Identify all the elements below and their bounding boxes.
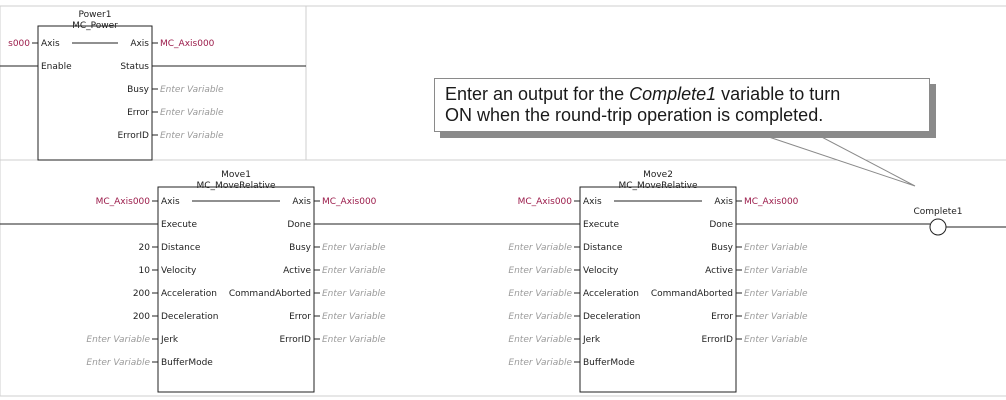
coil-complete1[interactable] [929,218,947,236]
fb-type-name: MC_MoveRelative [197,181,276,191]
input-pin-buffer-mode: BufferMode [161,358,213,368]
output-pin-error-id: ErrorID [701,335,733,345]
callout-text-pre: Enter an output for the [445,84,630,104]
output-value-busy[interactable]: Enter Variable [322,243,386,253]
output-value-axis[interactable]: MC_Axis000 [322,197,377,207]
input-value-jerk[interactable]: Enter Variable [508,335,572,345]
fb-box-move2[interactable] [579,186,737,393]
output-pin-done: Done [709,220,733,230]
output-pin-active: Active [283,266,311,276]
input-pin-jerk: Jerk [582,335,601,345]
output-value-error-id[interactable]: Enter Variable [322,335,386,345]
output-value-command-aborted[interactable]: Enter Variable [322,289,386,299]
input-value-velocity[interactable]: Enter Variable [508,266,572,276]
output-pin-error: Error [289,312,311,322]
input-pin-axis: Axis [583,197,602,207]
input-value-deceleration[interactable]: 200 [133,312,150,322]
fb-type-name: MC_Power [72,21,118,31]
input-value-axis[interactable]: MC_Axis000 [96,197,151,207]
output-pin-error: Error [127,108,149,118]
input-pin-velocity: Velocity [583,266,619,276]
coil-label[interactable]: Complete1 [913,207,962,217]
input-pin-velocity: Velocity [161,266,197,276]
input-pin-deceleration: Deceleration [161,312,218,322]
output-value-error-id[interactable]: Enter Variable [160,131,224,141]
output-pin-axis: Axis [714,197,733,207]
input-value-buffer-mode[interactable]: Enter Variable [508,358,572,368]
input-value-distance[interactable]: 20 [139,243,151,253]
output-pin-error-id: ErrorID [279,335,311,345]
callout-variable-name: Complete1 [629,84,717,104]
input-value-acceleration[interactable]: Enter Variable [508,289,572,299]
input-value-axis[interactable]: MC_Axis000 [518,197,573,207]
input-pin-deceleration: Deceleration [583,312,640,322]
input-value-acceleration[interactable]: 200 [133,289,150,299]
output-value-axis[interactable]: MC_Axis000 [160,39,215,49]
input-value-buffer-mode[interactable]: Enter Variable [86,358,150,368]
output-pin-status: Status [120,62,149,72]
output-value-error[interactable]: Enter Variable [322,312,386,322]
output-pin-busy: Busy [289,243,312,253]
input-value-velocity[interactable]: 10 [139,266,151,276]
output-value-busy[interactable]: Enter Variable [160,85,224,95]
input-pin-execute: Execute [161,220,197,230]
callout-pointer [759,133,916,187]
input-pin-distance: Distance [583,243,623,253]
callout-line-1: Enter an output for the Complete1 variab… [445,84,919,105]
input-value-deceleration[interactable]: Enter Variable [508,312,572,322]
input-value-axis[interactable]: s000 [8,39,30,49]
input-pin-acceleration: Acceleration [583,289,639,299]
input-pin-enable: Enable [41,62,72,72]
output-pin-busy: Busy [127,85,150,95]
output-value-busy[interactable]: Enter Variable [744,243,808,253]
output-value-axis[interactable]: MC_Axis000 [744,197,799,207]
input-pin-jerk: Jerk [160,335,179,345]
callout-annotation: Enter an output for the Complete1 variab… [434,78,930,132]
fb-box-move1[interactable] [157,186,315,393]
output-pin-active: Active [705,266,733,276]
fb-instance-name: Power1 [79,10,112,20]
output-pin-command-aborted: CommandAborted [651,289,733,299]
callout-text-post: variable to turn [716,84,841,104]
output-pin-command-aborted: CommandAborted [229,289,311,299]
output-pin-busy: Busy [711,243,734,253]
output-value-active[interactable]: Enter Variable [744,266,808,276]
input-pin-execute: Execute [583,220,619,230]
fb-type-name: MC_MoveRelative [619,181,698,191]
input-pin-axis: Axis [41,39,60,49]
input-pin-acceleration: Acceleration [161,289,217,299]
input-pin-buffer-mode: BufferMode [583,358,635,368]
output-value-error[interactable]: Enter Variable [744,312,808,322]
output-pin-done: Done [287,220,311,230]
input-value-jerk[interactable]: Enter Variable [86,335,150,345]
input-pin-axis: Axis [161,197,180,207]
fb-instance-name: Move2 [643,170,673,180]
output-value-error-id[interactable]: Enter Variable [744,335,808,345]
callout-line-2: ON when the round-trip operation is comp… [445,105,824,125]
output-pin-error: Error [711,312,733,322]
fb-box-power1[interactable] [37,25,153,161]
output-pin-axis: Axis [292,197,311,207]
input-value-distance[interactable]: Enter Variable [508,243,572,253]
fb-instance-name: Move1 [221,170,251,180]
input-pin-distance: Distance [161,243,201,253]
output-value-active[interactable]: Enter Variable [322,266,386,276]
output-value-error[interactable]: Enter Variable [160,108,224,118]
output-value-command-aborted[interactable]: Enter Variable [744,289,808,299]
output-pin-axis: Axis [130,39,149,49]
output-pin-error-id: ErrorID [117,131,149,141]
